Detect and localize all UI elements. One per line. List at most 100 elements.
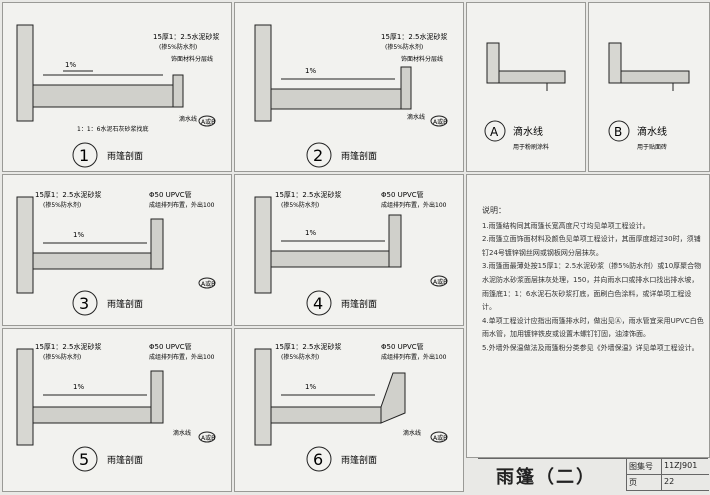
canopy-section-1: 1% 15厚1：2.5水泥砂浆 (掺5%防水剂) 饰面材料分层线 1：1：6水泥… <box>16 24 220 168</box>
pipe-sub-label: 成组排列布置，外出100 <box>149 201 215 209</box>
drip-sub: 用于贴面砖 <box>637 143 667 151</box>
wall <box>254 348 272 446</box>
soffit <box>498 70 566 84</box>
note-item: 2.雨篷立面饰面材料及颜色见单项工程设计，其面厚度超过30时，须铺钉24号镀锌钢… <box>482 235 701 257</box>
drip-letter: B <box>614 125 622 139</box>
note-item: 1.雨篷结构同其雨篷长宽高度尺寸均见单项工程设计。 <box>482 221 650 230</box>
slope-label: 1% <box>65 61 76 69</box>
note-item: 5.外墙外保温做法及雨篷粉分类参见《外墙保温》详见单项工程设计。 <box>482 343 699 352</box>
detail-number: 4 <box>313 294 323 313</box>
slab <box>32 252 164 270</box>
note-item: 3.雨篷面最薄处按15厚1：2.5水泥砂浆（掺5%防水剂）或10厚聚合物水泥防水… <box>482 262 702 312</box>
slab <box>32 406 164 424</box>
pipe-sub-label: 成组排列布置，外出100 <box>149 353 215 361</box>
detail-number-circle <box>72 142 98 168</box>
mortar-label: 15厚1：2.5水泥砂浆 <box>35 190 102 199</box>
pipe-label: Φ50 UPVC管 <box>149 190 192 199</box>
slab <box>270 88 412 110</box>
detail-number: 2 <box>313 146 323 165</box>
mortar-label: 15厚1：2.5水泥砂浆 <box>153 32 220 41</box>
detail-title: 雨篷剖面 <box>341 454 377 466</box>
wall <box>254 24 272 122</box>
sheet-title: 雨篷（二） <box>496 467 596 488</box>
wall <box>486 42 500 84</box>
detail-panel-3: 1% 15厚1：2.5水泥砂浆 (掺5%防水剂) Φ50 UPVC管 成组排列布… <box>2 174 232 326</box>
detail-panel-1: 1% 15厚1：2.5水泥砂浆 (掺5%防水剂) 饰面材料分层线 1：1：6水泥… <box>2 2 232 172</box>
drip-ref: A或B <box>433 118 447 126</box>
pipe-label: Φ50 UPVC管 <box>381 190 424 199</box>
detail-number: 6 <box>313 450 323 469</box>
notes-panel <box>466 174 710 458</box>
waterproof-label: (掺5%防水剂) <box>281 201 319 209</box>
wall <box>16 196 34 294</box>
detail-panel-5: 1% 15厚1：2.5水泥砂浆 (掺5%防水剂) Φ50 UPVC管 成组排列布… <box>2 328 232 492</box>
drip-ref: A或B <box>201 118 215 126</box>
page-value: 22 <box>664 477 675 486</box>
detail-panel-4: 1% 15厚1：2.5水泥砂浆 (掺5%防水剂) Φ50 UPVC管 成组排列布… <box>234 174 464 326</box>
slab <box>32 84 184 108</box>
page-row: 页 22 <box>627 475 709 491</box>
drip-letter-circle <box>608 120 630 142</box>
pipe-label: Φ50 UPVC管 <box>149 342 192 351</box>
soffit <box>620 70 690 84</box>
detail-number: 5 <box>79 450 89 469</box>
drip-panel-b: B 滴水线 用于贴面砖 <box>588 2 710 172</box>
finish-label: 饰面材料分层线 <box>401 55 443 63</box>
detail-number-circle <box>306 142 332 168</box>
slope-label: 1% <box>305 383 316 391</box>
drip-title: 滴水线 <box>637 125 667 138</box>
detail-number-circle <box>72 446 98 472</box>
canopy-section-3: 1% 15厚1：2.5水泥砂浆 (掺5%防水剂) Φ50 UPVC管 成组排列布… <box>16 190 216 316</box>
canopy-section-4: 1% 15厚1：2.5水泥砂浆 (掺5%防水剂) Φ50 UPVC管 成组排列布… <box>254 190 448 316</box>
upstand <box>388 214 402 268</box>
title-block: 雨篷（二） 图集号 11ZJ901 页 22 <box>478 458 709 491</box>
waterproof-label: (掺5%防水剂) <box>43 353 81 361</box>
waterproof-label: (掺5%防水剂) <box>385 43 423 51</box>
canopy-section-5: 1% 15厚1：2.5水泥砂浆 (掺5%防水剂) Φ50 UPVC管 成组排列布… <box>16 342 216 472</box>
upstand <box>400 66 412 110</box>
wall <box>16 24 34 122</box>
mortar-label: 15厚1：2.5水泥砂浆 <box>381 32 448 41</box>
sloped-upstand <box>380 372 406 424</box>
wall <box>254 196 272 294</box>
drip-label: 滴水线 <box>403 429 421 437</box>
drip-detail-b: B 滴水线 用于贴面砖 <box>608 42 690 151</box>
detail-title: 雨篷剖面 <box>107 454 143 466</box>
slope-label: 1% <box>305 229 316 237</box>
upstand <box>172 74 184 108</box>
drip-detail-a: A 滴水线 用于粉刷涂料 <box>484 42 566 151</box>
notes: 说明： 1.雨篷结构同其雨篷长宽高度尺寸均见单项工程设计。 2.雨篷立面饰面材料… <box>482 204 704 356</box>
detail-title: 雨篷剖面 <box>341 298 377 310</box>
finish-label: 饰面材料分层线 <box>171 55 213 63</box>
waterproof-label: (掺5%防水剂) <box>159 43 197 51</box>
upstand <box>150 370 164 424</box>
drip-ref-circle <box>198 431 216 443</box>
upstand <box>150 218 164 270</box>
drip-letter: A <box>490 125 499 139</box>
drip-ref-circle <box>198 277 216 289</box>
drip-ref: A或B <box>433 278 447 286</box>
page-label: 页 <box>627 475 662 490</box>
detail-number-circle <box>306 290 332 316</box>
waterproof-label: (掺5%防水剂) <box>43 201 81 209</box>
detail-number: 1 <box>79 146 89 165</box>
sheet-info: 图集号 11ZJ901 页 22 <box>626 459 709 491</box>
detail-number-circle <box>306 446 332 472</box>
plaster-label: 1：1：6水泥石灰砂浆找底 <box>77 125 148 133</box>
mortar-label: 15厚1：2.5水泥砂浆 <box>275 190 342 199</box>
drip-ref-circle <box>430 275 448 287</box>
drip-label: 滴水线 <box>407 113 425 121</box>
wall <box>608 42 622 84</box>
slope-label: 1% <box>73 383 84 391</box>
waterproof-label: (掺5%防水剂) <box>281 353 319 361</box>
drip-ref: A或B <box>201 280 215 288</box>
note-item: 4.单项工程设计应指出雨篷排水时，做出见Ⓐ，雨水管宜采用UPVC白色雨水管，加用… <box>482 316 704 339</box>
slope-label: 1% <box>305 67 316 75</box>
atlas-row: 图集号 11ZJ901 <box>627 459 709 475</box>
drip-ref-circle <box>198 115 216 127</box>
canopy-section-2: 1% 15厚1：2.5水泥砂浆 (掺5%防水剂) 饰面材料分层线 滴水线 A或B… <box>254 24 448 168</box>
wall <box>16 348 34 446</box>
drip-label: 滴水线 <box>173 429 191 437</box>
mortar-label: 15厚1：2.5水泥砂浆 <box>35 342 102 351</box>
